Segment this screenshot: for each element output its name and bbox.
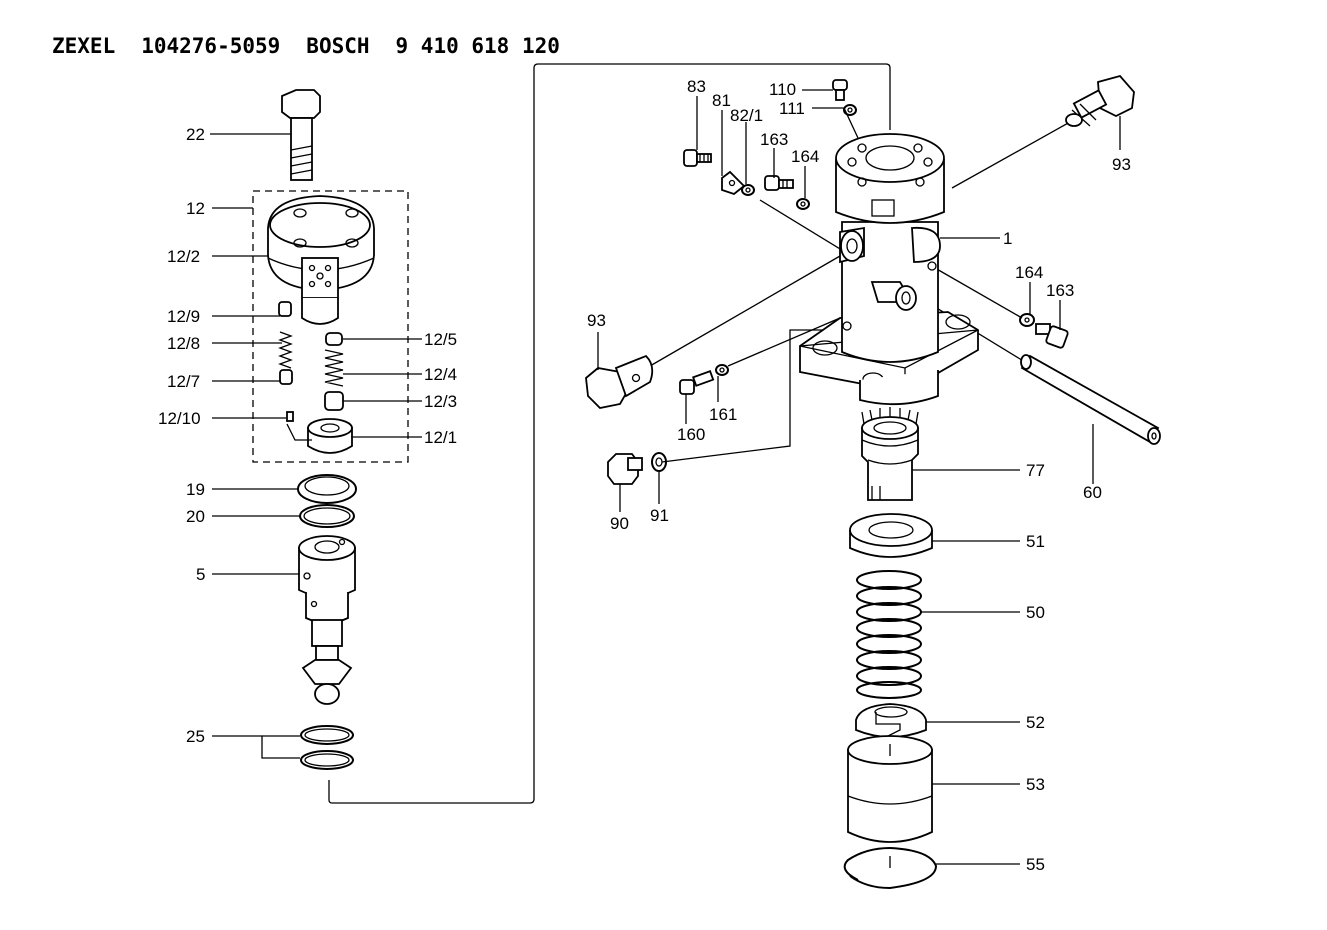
label-55: 55 [1026, 855, 1045, 874]
label-12-1: 12/1 [424, 428, 457, 447]
label-19: 19 [186, 480, 205, 499]
axis-line-93-upper [951, 121, 1071, 189]
part-163-screw-right [1035, 323, 1069, 349]
label-12-10: 12/10 [158, 409, 201, 428]
label-51: 51 [1026, 532, 1045, 551]
label-90: 90 [610, 514, 629, 533]
part-77-control-sleeve [861, 407, 919, 501]
label-163-upper: 163 [760, 130, 788, 149]
part-160-screw [679, 370, 715, 395]
label-12-4: 12/4 [424, 365, 457, 384]
part-12-8-spring [278, 331, 293, 369]
label-12-5: 12/5 [424, 330, 457, 349]
drawing-header: ZEXEL 104276-5059 BOSCH 9 410 618 120 [52, 34, 586, 58]
part-60-control-rod [1020, 354, 1161, 445]
label-5: 5 [196, 565, 205, 584]
part-5-plunger-barrel [298, 535, 356, 705]
part-12-1-valve-seat [286, 418, 353, 454]
axis-line-164 [934, 267, 1023, 319]
label-91: 91 [650, 506, 669, 525]
label-111: 111 [779, 99, 805, 118]
label-60: 60 [1083, 483, 1102, 502]
part-20-o-ring [299, 504, 355, 528]
part-93-banjo-bolt-lower [585, 354, 654, 409]
part-19-ring [297, 474, 357, 504]
part-82-1-washer [741, 184, 755, 196]
part-12-3-valve [324, 391, 344, 411]
part-12-7-pin [279, 369, 293, 385]
label-77: 77 [1026, 461, 1045, 480]
part-161-washer [715, 364, 729, 376]
label-12-2: 12/2 [167, 247, 200, 266]
label-83: 83 [687, 77, 706, 96]
part-83-screw [683, 149, 712, 167]
label-20: 20 [186, 507, 205, 526]
leader-lines [210, 89, 1121, 865]
part-12-group-box [252, 190, 409, 463]
label-164-upper: 164 [791, 147, 819, 166]
part-55-circlip [843, 846, 938, 890]
brand-label: ZEXEL [52, 34, 116, 58]
part-25-o-rings [300, 725, 354, 770]
label-25: 25 [186, 727, 205, 746]
maker-label: BOSCH [306, 34, 370, 58]
label-161: 161 [709, 405, 737, 424]
part-51-spring-seat [849, 513, 933, 558]
label-53: 53 [1026, 775, 1045, 794]
part-1-pump-housing [799, 133, 979, 406]
label-1: 1 [1003, 229, 1012, 248]
label-160: 160 [677, 425, 705, 444]
zexel-part-number: 104276-5059 [141, 34, 281, 58]
part-90-plug-screw [607, 453, 643, 485]
axis-line-161 [727, 317, 841, 367]
label-82-1: 82/1 [730, 106, 763, 125]
part-12-5-stop [325, 332, 343, 346]
part-12-10-ball [286, 411, 294, 422]
assembly-connector-line [328, 63, 891, 804]
bosch-part-number: 9 410 618 120 [395, 34, 560, 58]
label-22: 22 [186, 125, 205, 144]
part-81-lever [721, 170, 746, 196]
part-93-banjo-bolt-upper [1065, 74, 1135, 127]
axis-line-91 [661, 329, 835, 463]
part-91-washer [651, 452, 667, 472]
part-52-lower-spring-seat [855, 703, 927, 741]
label-12: 12 [186, 199, 205, 218]
label-12-3: 12/3 [424, 392, 457, 411]
label-50: 50 [1026, 603, 1045, 622]
part-53-tappet [847, 735, 933, 843]
label-93-upper: 93 [1112, 155, 1131, 174]
label-12-7: 12/7 [167, 372, 200, 391]
part-50-plunger-spring [856, 570, 922, 699]
part-22-bolt [281, 89, 321, 181]
part-110-screw [832, 79, 848, 101]
label-81: 81 [712, 91, 731, 110]
axis-line-93-lower [649, 255, 841, 367]
label-163-right: 163 [1046, 281, 1074, 300]
label-110: 110 [769, 80, 796, 99]
part-111-washer [843, 104, 857, 116]
part-164-washer-right [1019, 313, 1035, 327]
label-12-8: 12/8 [167, 334, 200, 353]
part-12-2-valve-holder [267, 195, 375, 325]
part-163-screw-upper [764, 175, 794, 191]
part-12-9-cap [278, 301, 292, 317]
part-12-4-spring [324, 349, 344, 387]
label-52: 52 [1026, 713, 1045, 732]
label-93-lower: 93 [587, 311, 606, 330]
part-164-washer-upper [796, 198, 810, 210]
label-164-right: 164 [1015, 263, 1043, 282]
label-12-9: 12/9 [167, 307, 200, 326]
